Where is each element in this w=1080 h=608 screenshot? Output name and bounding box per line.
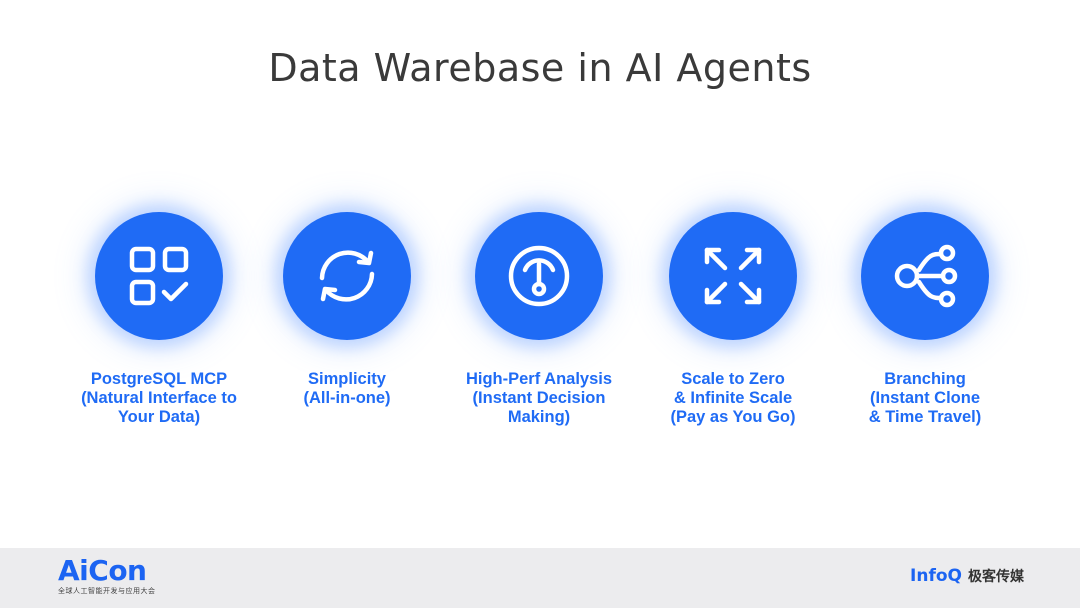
feature-icon-circle	[669, 212, 797, 340]
caption-line: (Instant Clone	[870, 389, 980, 407]
caption-line: Scale to Zero	[681, 370, 785, 388]
aicon-logo: AiCon 全球人工智能开发与应用大会	[58, 556, 156, 596]
caption-line: (Instant Decision	[472, 389, 606, 407]
infoq-logo: InfoQ 极客传媒	[910, 566, 1024, 586]
caption-line: & Infinite Scale	[673, 389, 793, 407]
infoq-logo-text: InfoQ	[910, 566, 962, 586]
caption-line: Your Data)	[117, 408, 201, 426]
branching-graph-icon	[894, 244, 958, 308]
caption-line: (Natural Interface to	[81, 389, 237, 407]
feature-scale: Scale to Zero & Infinite Scale (Pay as Y…	[633, 212, 833, 427]
feature-branching: Branching (Instant Clone & Time Travel)	[825, 212, 1025, 427]
caption-line: Branching	[884, 370, 966, 388]
aicon-logo-subtitle: 全球人工智能开发与应用大会	[58, 587, 156, 595]
slide-footer: AiCon 全球人工智能开发与应用大会 InfoQ 极客传媒	[0, 548, 1080, 608]
apps-grid-check-icon	[129, 246, 189, 306]
feature-caption: Scale to Zero & Infinite Scale (Pay as Y…	[633, 370, 833, 427]
caption-line: High-Perf Analysis	[465, 370, 613, 388]
slide-title: Data Warebase in AI Agents	[268, 46, 812, 90]
aicon-logo-text: AiCon	[58, 554, 147, 587]
feature-icon-circle	[95, 212, 223, 340]
caption-line: Simplicity	[308, 370, 386, 388]
feature-caption: PostgreSQL MCP (Natural Interface to You…	[59, 370, 259, 427]
feature-caption: Simplicity (All-in-one)	[247, 370, 447, 408]
feature-row: PostgreSQL MCP (Natural Interface to You…	[59, 212, 1025, 427]
expand-arrows-icon	[704, 247, 762, 305]
speedometer-gauge-icon	[508, 245, 570, 307]
feature-postgresql-mcp: PostgreSQL MCP (Natural Interface to You…	[59, 212, 259, 427]
caption-line: (Pay as You Go)	[670, 408, 796, 426]
caption-line: & Time Travel)	[868, 408, 982, 426]
feature-simplicity: Simplicity (All-in-one)	[247, 212, 447, 408]
feature-icon-circle	[475, 212, 603, 340]
caption-line: PostgreSQL MCP	[90, 370, 228, 388]
feature-caption: Branching (Instant Clone & Time Travel)	[825, 370, 1025, 427]
refresh-cycle-icon	[319, 250, 375, 302]
geek-media-logo-text: 极客传媒	[968, 569, 1024, 585]
caption-line: (All-in-one)	[303, 389, 391, 407]
feature-caption: High-Perf Analysis (Instant Decision Mak…	[439, 370, 639, 427]
feature-high-perf-analysis: High-Perf Analysis (Instant Decision Mak…	[439, 212, 639, 427]
caption-line: Making)	[507, 408, 571, 426]
feature-icon-circle	[861, 212, 989, 340]
feature-icon-circle	[283, 212, 411, 340]
